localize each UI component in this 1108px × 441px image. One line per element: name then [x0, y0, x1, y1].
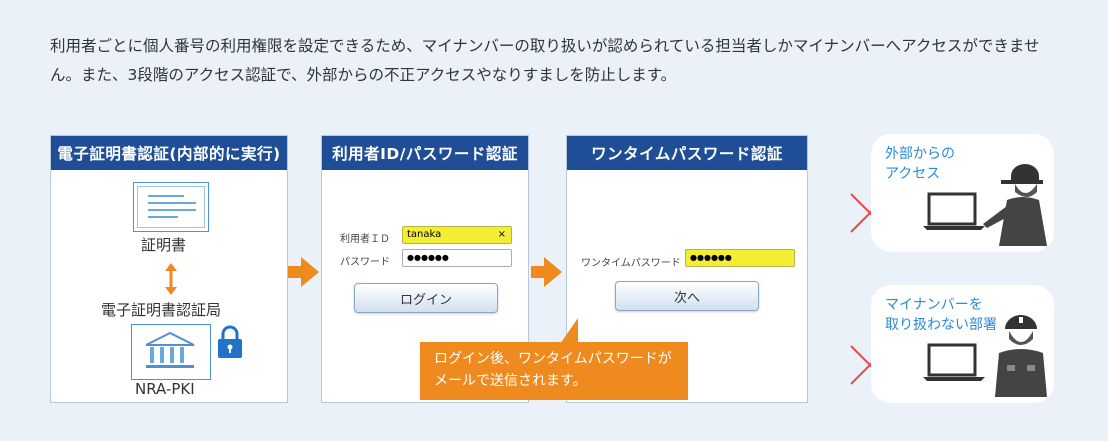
unauthorized-department-card: マイナンバーを 取り扱わない部署	[871, 285, 1054, 403]
password-input[interactable]: ●●●●●●	[402, 249, 512, 267]
panel-certificate-auth: 電子証明書認証(内部的に実行) 証明書 電子証明書認証局 NRA-PKI	[50, 135, 288, 403]
login-button[interactable]: ログイン	[354, 283, 498, 313]
panel-title: 電子証明書認証(内部的に実行)	[51, 136, 287, 170]
callout-line1: ログイン後、ワンタイムパスワードが	[434, 351, 672, 367]
callout-pointer	[560, 318, 578, 344]
user-id-value: tanaka	[407, 229, 442, 240]
bidirectional-arrow-icon	[165, 263, 177, 295]
clear-icon[interactable]: ×	[497, 229, 506, 240]
panel-title: ワンタイムパスワード認証	[567, 136, 807, 170]
pki-label: NRA-PKI	[135, 380, 195, 398]
user-id-label: 利用者ＩＤ	[340, 234, 390, 245]
intro-text: 利用者ごとに個人番号の利用権限を設定できるため、マイナンバーの取り扱いが認められ…	[50, 37, 1040, 84]
external-access-card: 外部からの アクセス	[871, 134, 1054, 252]
bank-building-icon	[131, 324, 211, 380]
flow-arrow-icon	[531, 257, 562, 287]
callout-line2: メールで送信されます。	[434, 373, 587, 389]
hacker-with-laptop-icon	[923, 164, 1047, 246]
password-label: パスワード	[340, 257, 390, 268]
card-label: 外部からの アクセス	[885, 146, 955, 182]
next-button[interactable]: 次へ	[615, 281, 759, 311]
authority-label: 電子証明書認証局	[101, 301, 222, 319]
flow-arrow-icon	[288, 257, 319, 287]
otp-label: ワンタイムパスワード	[581, 258, 681, 269]
panel-title: 利用者ID/パスワード認証	[322, 136, 528, 170]
card-label: マイナンバーを 取り扱わない部署	[885, 297, 997, 333]
otp-email-callout: ログイン後、ワンタイムパスワードが メールで送信されます。	[420, 342, 688, 400]
certificate-label: 証明書	[141, 236, 187, 254]
worker-with-laptop-icon	[923, 315, 1047, 397]
certificate-icon	[133, 182, 209, 232]
otp-input[interactable]: ●●●●●●	[685, 249, 795, 267]
user-id-input[interactable]: tanaka ×	[402, 226, 512, 244]
lock-icon	[218, 325, 242, 358]
